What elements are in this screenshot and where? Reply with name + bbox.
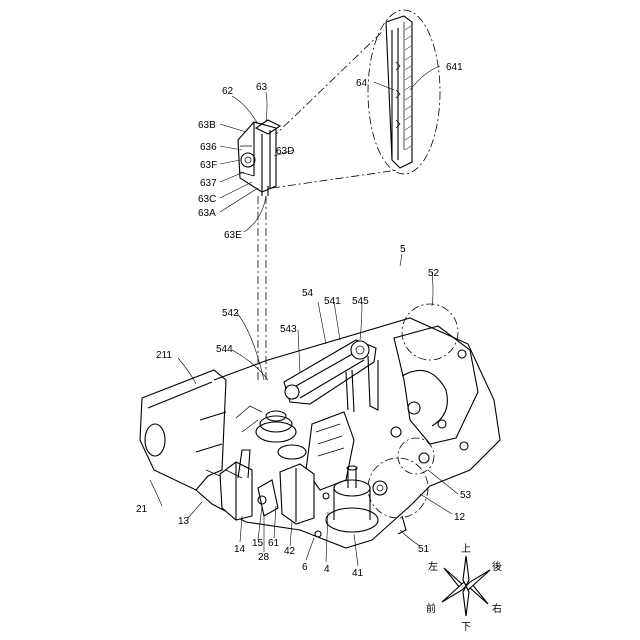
label-54: 54 [302, 288, 314, 299]
compass-back: 後 [492, 560, 502, 573]
label-5: 5 [400, 244, 406, 255]
label-541: 541 [324, 296, 341, 307]
label-63E: 63E [224, 230, 242, 241]
label-637: 637 [200, 178, 217, 189]
label-4: 4 [324, 564, 330, 575]
label-543: 543 [280, 324, 297, 335]
label-51: 51 [418, 544, 430, 555]
direction-compass: 上 後 左 右 前 下 [426, 543, 502, 633]
compass-front: 前 [426, 602, 436, 615]
label-544: 544 [216, 344, 233, 355]
label-64: 64 [356, 78, 368, 89]
label-14: 14 [234, 544, 246, 555]
label-63F: 63F [200, 160, 217, 171]
label-63C: 63C [198, 194, 216, 205]
label-63: 63 [256, 82, 268, 93]
label-6: 6 [302, 562, 308, 573]
label-13: 13 [178, 516, 190, 527]
compass-down: 下 [461, 622, 471, 633]
compass-left: 左 [428, 560, 438, 573]
label-63A: 63A [198, 208, 216, 219]
label-53: 53 [460, 490, 472, 501]
label-641: 641 [446, 62, 463, 73]
label-62: 62 [222, 86, 234, 97]
label-211: 211 [156, 350, 172, 361]
projection-line-lower [272, 170, 398, 188]
label-28: 28 [258, 552, 270, 563]
compass-right: 右 [492, 602, 502, 615]
label-41: 41 [352, 568, 364, 579]
label-545: 545 [352, 296, 369, 307]
label-42: 42 [284, 546, 296, 557]
label-63D: 63D [276, 146, 294, 157]
label-52: 52 [428, 268, 440, 279]
label-63B: 63B [198, 120, 216, 131]
label-61: 61 [268, 538, 280, 549]
projection-line-upper [272, 30, 384, 138]
compass-up: 上 [461, 543, 471, 555]
label-15: 15 [252, 538, 264, 549]
label-21: 21 [136, 504, 148, 515]
label-12: 12 [454, 512, 466, 523]
label-636: 636 [200, 142, 217, 153]
label-542: 542 [222, 308, 239, 319]
